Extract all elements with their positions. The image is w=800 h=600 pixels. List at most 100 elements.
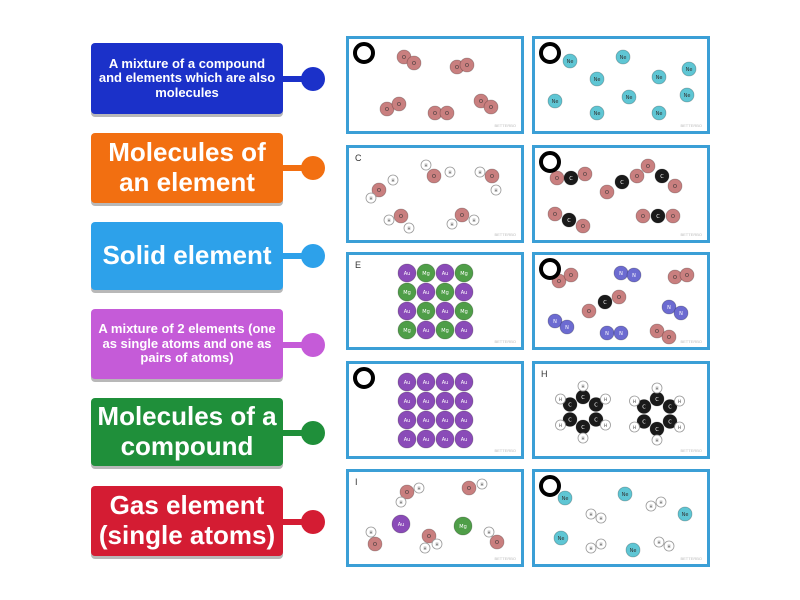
label-molecules-of-element[interactable]: Molecules of an element — [91, 133, 283, 203]
drag-handle-dot[interactable] — [301, 244, 325, 268]
drop-target-ring-icon[interactable] — [539, 475, 561, 497]
atom-Ne — [615, 49, 631, 65]
label-mixture-two-elements[interactable]: A mixture of 2 elements (one as single a… — [91, 309, 283, 379]
atom-H — [585, 542, 597, 554]
label-text: Gas element (single atoms) — [98, 490, 276, 550]
drop-target-ring-icon[interactable] — [539, 258, 561, 280]
atom-symbol: Au — [423, 290, 430, 296]
atom-C — [662, 399, 678, 414]
atom-symbol: H — [494, 188, 497, 193]
atom-symbol: C — [568, 403, 572, 409]
atom-O — [640, 158, 656, 174]
atom-Ne — [547, 93, 563, 109]
atom-symbol: Mg — [403, 290, 411, 296]
atom-symbol: C — [655, 427, 659, 433]
atom-symbol: O — [385, 107, 389, 113]
atom-H — [577, 380, 589, 392]
atom-symbol: O — [377, 188, 381, 194]
atom-symbol: H — [655, 386, 658, 391]
atom-symbol: Ne — [684, 93, 691, 99]
atom-N — [626, 267, 642, 283]
atom-symbol: H — [423, 546, 426, 551]
atom-symbol: Au — [461, 399, 468, 405]
atom-H — [577, 432, 589, 444]
atom-symbol: H — [448, 170, 451, 175]
atom-symbol: Ne — [594, 111, 601, 117]
atom-P — [397, 301, 417, 321]
watermark: BETTERBO — [680, 339, 702, 344]
atom-P — [454, 391, 474, 411]
atom-C — [561, 212, 577, 228]
atom-Ne — [617, 486, 633, 502]
atom-symbol: O — [583, 172, 587, 178]
atom-symbol: H — [369, 530, 372, 535]
atom-C — [654, 168, 670, 184]
atom-symbol: O — [460, 213, 464, 219]
atom-Mg — [416, 263, 436, 283]
drop-target-ring-icon[interactable] — [539, 151, 561, 173]
atom-symbol: O — [427, 534, 431, 540]
atom-symbol: Ne — [567, 59, 574, 65]
atom-Ne — [621, 89, 637, 105]
atom-symbol: H — [581, 436, 584, 441]
drag-handle-dot[interactable] — [301, 67, 325, 91]
label-text: A mixture of 2 elements (one as single a… — [98, 321, 276, 366]
atom-P — [435, 410, 455, 430]
atom-symbol: O — [655, 329, 659, 335]
atom-H — [431, 538, 443, 550]
drop-target-ring-icon[interactable] — [353, 42, 375, 64]
atom-symbol: Mg — [403, 328, 411, 334]
label-solid-element[interactable]: Solid element — [91, 222, 283, 290]
atom-symbol: Ne — [656, 75, 663, 81]
atom-H — [674, 421, 685, 433]
atom-H — [600, 393, 611, 405]
atom-Ne — [677, 506, 693, 522]
atom-P — [435, 372, 455, 392]
watermark: BETTERBO — [680, 123, 702, 128]
atom-symbol: O — [467, 486, 471, 492]
atom-symbol: H — [478, 170, 481, 175]
atom-O — [399, 484, 415, 500]
atom-symbol: C — [668, 405, 672, 411]
atom-symbol: Au — [423, 418, 430, 424]
drag-handle-dot[interactable] — [301, 333, 325, 357]
atom-symbol: Au — [461, 328, 468, 334]
atom-H — [403, 222, 415, 234]
atom-symbol: Ne — [630, 548, 637, 554]
atom-O — [393, 208, 409, 224]
atom-O — [611, 289, 627, 305]
atom-symbol: H — [604, 397, 607, 402]
atom-symbol: H — [559, 423, 562, 428]
connector-line — [282, 76, 314, 82]
drag-handle-dot[interactable] — [301, 156, 325, 180]
atom-symbol: Ne — [626, 95, 633, 101]
drop-target-ring-icon[interactable] — [353, 367, 375, 389]
atom-symbol: H — [487, 530, 490, 535]
label-gas-element-single-atoms[interactable]: Gas element (single atoms) — [91, 486, 283, 556]
atom-symbol: O — [555, 176, 559, 182]
atom-symbol: Mg — [441, 290, 449, 296]
connector-line — [282, 253, 314, 259]
atom-O — [581, 303, 597, 319]
drag-handle-dot[interactable] — [301, 421, 325, 445]
label-text: Molecules of an element — [108, 137, 266, 197]
label-mixture-compound-elements[interactable]: A mixture of a compound and elements whi… — [91, 43, 283, 114]
drop-target-ring-icon[interactable] — [539, 42, 561, 64]
label-molecules-of-compound[interactable]: Molecules of a compound — [91, 398, 283, 466]
atom-symbol: Au — [461, 437, 468, 443]
connector-line — [282, 165, 314, 171]
atom-symbol: O — [465, 63, 469, 69]
atom-H — [446, 218, 458, 230]
drag-handle-dot[interactable] — [301, 510, 325, 534]
